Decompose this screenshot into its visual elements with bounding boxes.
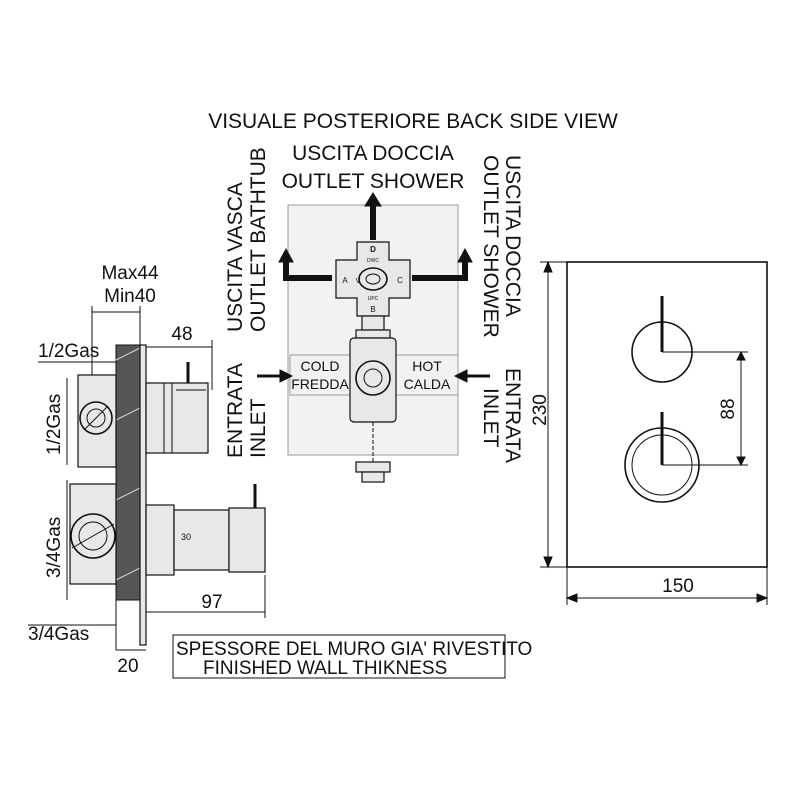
front-view: 88 230 150 [530,260,769,605]
mark-a: A [342,276,348,285]
back-side-view: D DWC A V C UPC B COLD FREDDA HOT CALDA [257,192,490,483]
upper-valve-body [77,374,117,468]
hot-label-it: CALDA [404,376,451,392]
dim-88: 88 [718,398,739,419]
mark-d: D [370,245,376,254]
mark-dwc: DWC [367,258,379,264]
upper-knob [145,382,209,454]
back-view-title: VISUALE POSTERIORE BACK SIDE VIEW [208,110,618,133]
dim-230: 230 [530,394,551,426]
outlet-shower-label-en: OUTLET SHOWER [282,170,465,193]
dim-half-gas-side: 1/2Gas [44,394,65,455]
inlet-left-label-it: ENTRATA [224,363,247,458]
inlet-right-label-it: ENTRATA [501,368,524,463]
lower-valve-body [69,483,117,585]
cover-plate [566,261,768,568]
dim-48: 48 [171,324,192,345]
wall-note-it: SPESSORE DEL MURO GIA' RIVESTITO [176,639,532,660]
bathtub-outlet-label-en: OUTLET BATHTUB [247,147,270,332]
face-plate-edge [139,344,147,646]
mark-c: C [397,276,403,285]
inlet-right-label-en: INLET [479,388,502,448]
wall-section [115,344,141,601]
dim-max44: Max44 [101,263,158,284]
thermostat-ring [355,360,391,396]
dim-half-gas-top: 1/2Gas [38,341,99,362]
arrow-up-right-icon [457,247,473,263]
arrow-up-icon [364,192,382,207]
dim-97: 97 [201,592,222,613]
hot-label-en: HOT [412,358,442,374]
arrow-up-left-icon [278,247,294,263]
diverter-cross [335,241,411,317]
bathtub-outlet-label-it: USCITA VASCA [224,182,247,332]
inlet-left-label-en: INLET [247,398,270,458]
shower-outlet-right-label-en: OUTLET SHOWER [479,155,502,338]
dim-150: 150 [662,576,694,597]
mark-b: B [370,305,375,314]
diverter-cartridge-ring [358,267,388,291]
shower-outlet-right-label-it: USCITA DOCCIA [501,155,524,317]
dim-min40: Min40 [104,286,156,307]
lower-knob [228,507,266,573]
dial-30-mark: 30 [181,532,191,542]
side-view: Max44 Min40 48 1/2Gas 1/2Gas [28,263,266,677]
thermostat-dial [173,509,230,571]
dim-three-quarter-gas-bottom: 3/4Gas [28,624,89,645]
dim-three-quarter-gas-side: 3/4Gas [44,517,65,578]
mark-v: V [356,278,361,285]
arrow-left-inlet-icon [453,369,468,383]
cold-label-it: FREDDA [291,376,349,392]
mark-upc: UPC [368,296,379,302]
arrow-right-inlet-icon [279,369,294,383]
cold-label-en: COLD [301,358,340,374]
wall-note-box [172,634,506,679]
dim-20: 20 [117,656,138,677]
wall-note-en: FINISHED WALL THIKNESS [203,658,447,679]
outlet-shower-label-it: USCITA DOCCIA [292,142,454,165]
lower-knob-base [145,504,175,576]
